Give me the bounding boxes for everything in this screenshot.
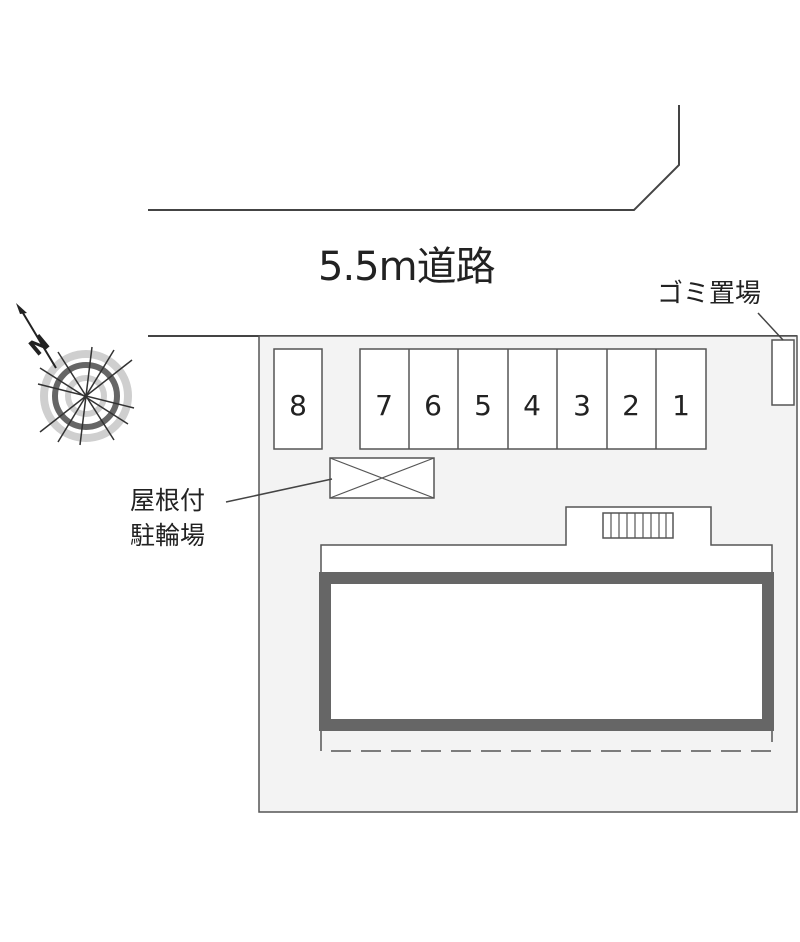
parking-space-5-number: 5	[474, 389, 492, 422]
compass-rose-icon	[16, 303, 135, 446]
parking-space-1-number: 1	[672, 389, 690, 422]
bike-parking-label-line1: 屋根付	[130, 486, 206, 515]
parking-lot: 8 7 6 5 4 3 2 1	[273, 348, 707, 450]
parking-space-8	[273, 348, 323, 450]
parking-dividers	[408, 349, 657, 449]
parking-space-7-number: 7	[375, 389, 393, 422]
parking-block	[359, 348, 707, 450]
parking-space-8-number: 8	[289, 389, 307, 422]
garbage-label: ゴミ置場	[657, 279, 762, 309]
building	[319, 572, 774, 731]
bike-parking-label: 屋根付 駐輪場	[130, 483, 205, 553]
bike-leader-line	[225, 478, 333, 503]
garbage-area	[771, 339, 795, 406]
bike-parking	[329, 457, 435, 499]
road-label: 5.5m道路	[318, 244, 496, 290]
building-dashed-edge	[320, 731, 773, 752]
road-edge-far	[148, 105, 680, 211]
parking-space-3-number: 3	[573, 389, 591, 422]
bike-parking-label-line2: 駐輪場	[130, 521, 206, 550]
parking-space-2-number: 2	[622, 389, 640, 422]
parking-space-6-number: 6	[424, 389, 442, 422]
parking-space-4-number: 4	[523, 389, 541, 422]
garbage-leader-line	[757, 312, 784, 341]
stairs-icon	[602, 512, 674, 539]
